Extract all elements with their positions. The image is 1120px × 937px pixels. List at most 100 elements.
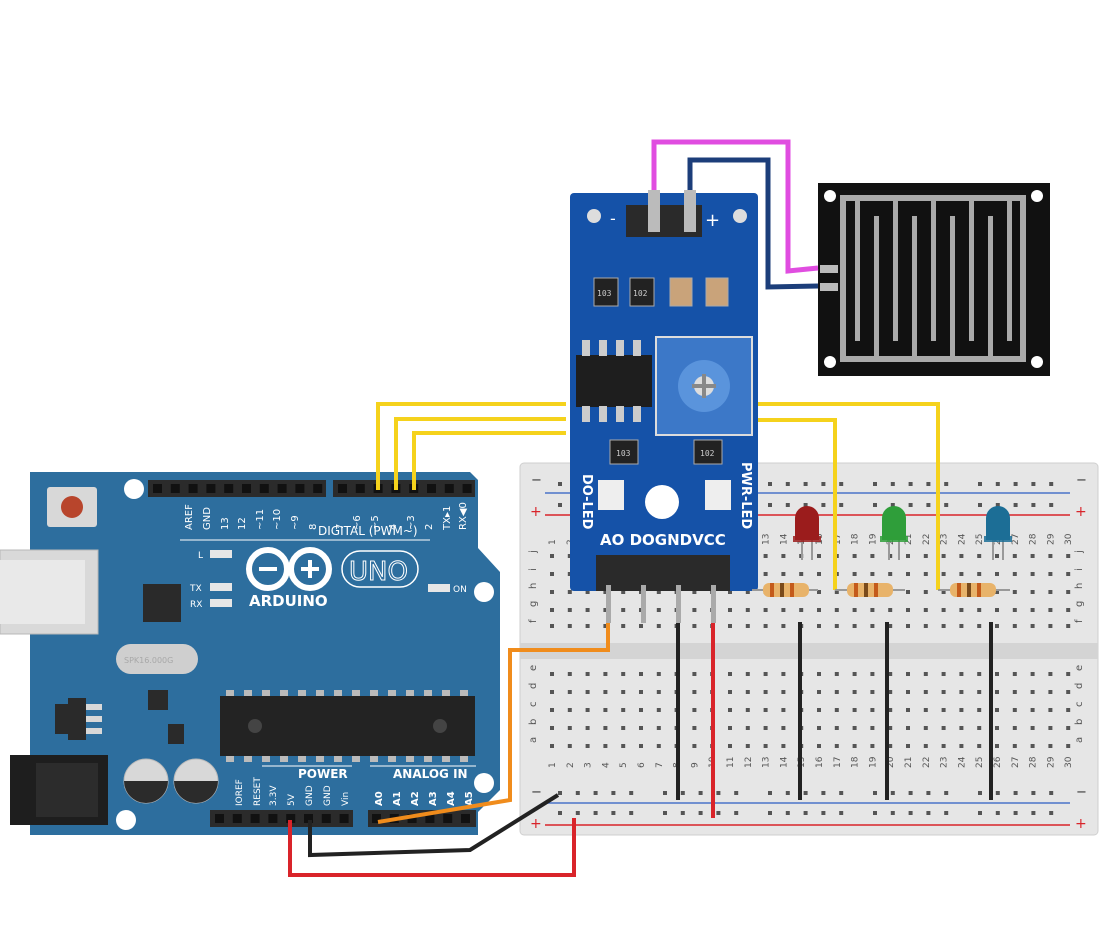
digital-pin-label: 2 xyxy=(424,524,435,530)
breadboard-hole xyxy=(941,726,946,730)
rail-hole xyxy=(558,503,562,507)
column-number-bottom: 9 xyxy=(690,762,700,768)
breadboard-hole xyxy=(621,726,626,730)
led-rx-label: RX xyxy=(190,600,202,610)
breadboard-hole xyxy=(745,708,750,712)
digital-pin-label: 13 xyxy=(220,517,231,530)
breadboard-hole xyxy=(923,624,928,628)
breadboard-hole xyxy=(1066,708,1071,712)
rail-hole xyxy=(768,482,772,486)
logo-circle-left xyxy=(246,547,290,591)
atmega-pin xyxy=(226,690,234,696)
plate-trace-top xyxy=(840,195,1020,201)
power-header xyxy=(210,810,353,827)
rail-hole xyxy=(978,503,982,507)
column-number-bottom: 11 xyxy=(726,757,736,768)
row-letter-top: i xyxy=(528,568,539,571)
usb-connector-inner xyxy=(0,560,85,624)
resistor-band xyxy=(967,583,971,597)
atmega-pin xyxy=(298,690,306,696)
breadboard-hole xyxy=(906,690,910,694)
wire-red-5v xyxy=(288,818,576,877)
rail-hole xyxy=(890,503,895,507)
rail-hole xyxy=(944,503,949,507)
plate-finger xyxy=(931,201,936,341)
rail-hole xyxy=(785,482,790,486)
column-number-bottom: 19 xyxy=(868,756,878,768)
breadboard-hole xyxy=(923,744,928,748)
row-letter-bottom: b xyxy=(528,719,539,725)
rail-hole xyxy=(768,791,772,795)
plate-pad-1 xyxy=(820,265,838,273)
plate-trace-bottom xyxy=(840,356,1020,362)
rail-hole xyxy=(698,791,703,795)
column-number-bottom: 4 xyxy=(601,762,611,768)
breadboard-hole xyxy=(639,672,643,676)
atmega-pins xyxy=(226,690,468,762)
column-number-bottom: 6 xyxy=(637,762,647,768)
atmega-pin xyxy=(460,690,468,696)
header-pin xyxy=(407,814,417,823)
column-number-bottom: 5 xyxy=(619,762,629,768)
breadboard-hole xyxy=(621,744,626,748)
row-letter-top: j xyxy=(1074,550,1085,554)
breadboard-hole xyxy=(567,708,572,712)
plate-finger xyxy=(1007,201,1012,341)
plate-finger xyxy=(988,216,993,356)
digital-pin-label: TX▸1 xyxy=(442,506,453,531)
breadboard-hole xyxy=(870,572,875,576)
breadboard-hole xyxy=(834,624,839,628)
breadboard-hole xyxy=(817,572,821,576)
breadboard-hole xyxy=(728,672,732,676)
led-rx xyxy=(210,599,232,607)
breadboard-hole xyxy=(1030,624,1035,628)
breadboard-hole xyxy=(585,590,590,594)
breadboard-hole xyxy=(621,708,626,712)
atmega-pin xyxy=(334,690,342,696)
breadboard-hole xyxy=(585,624,590,628)
column-number-top: 27 xyxy=(1011,534,1021,545)
rail-hole xyxy=(995,503,1000,507)
breadboard-hole xyxy=(656,672,661,676)
breadboard-hole xyxy=(603,624,608,628)
probe-pin-1 xyxy=(648,190,660,232)
digital-header-label: DIGITAL (PWM~) xyxy=(318,524,418,538)
resistor-body xyxy=(763,583,809,597)
column-number-top: 23 xyxy=(940,534,950,545)
breadboard-hole xyxy=(603,744,608,748)
plate-finger xyxy=(893,201,898,341)
header-pin xyxy=(206,484,216,493)
breadboard-hole xyxy=(728,708,732,712)
breadboard-hole xyxy=(959,744,964,748)
breadboard-hole xyxy=(995,554,999,558)
header-pin xyxy=(153,484,162,493)
breadboard-hole xyxy=(906,572,910,576)
analog-pin-label: A3 xyxy=(428,791,439,806)
rail-hole xyxy=(926,791,931,795)
breadboard-hole xyxy=(656,624,661,628)
breadboard-hole xyxy=(995,708,999,712)
breadboard-hole xyxy=(567,672,572,676)
breadboard-hole xyxy=(639,624,643,628)
breadboard-hole xyxy=(550,572,554,576)
rail-hole xyxy=(908,503,913,507)
uno-badge xyxy=(341,550,419,588)
breadboard-hole xyxy=(1030,608,1035,612)
breadboard-hole xyxy=(1030,554,1035,558)
reset-button-cap[interactable] xyxy=(61,496,83,518)
header-pin xyxy=(277,484,287,493)
breadboard-hole xyxy=(1012,672,1017,676)
potentiometer[interactable] xyxy=(655,336,753,436)
column-number-bottom: 25 xyxy=(975,757,985,768)
row-letter-bottom: e xyxy=(528,665,539,671)
breadboard-hole xyxy=(1030,572,1035,576)
breadboard-hole xyxy=(799,572,804,576)
resistor-band xyxy=(957,583,961,597)
smd-capacitor xyxy=(705,277,729,307)
rail-hole xyxy=(593,811,598,815)
breadboard-hole xyxy=(603,690,608,694)
atmega-pin xyxy=(298,756,306,762)
breadboard-hole xyxy=(941,590,946,594)
rail-hole xyxy=(663,791,667,795)
